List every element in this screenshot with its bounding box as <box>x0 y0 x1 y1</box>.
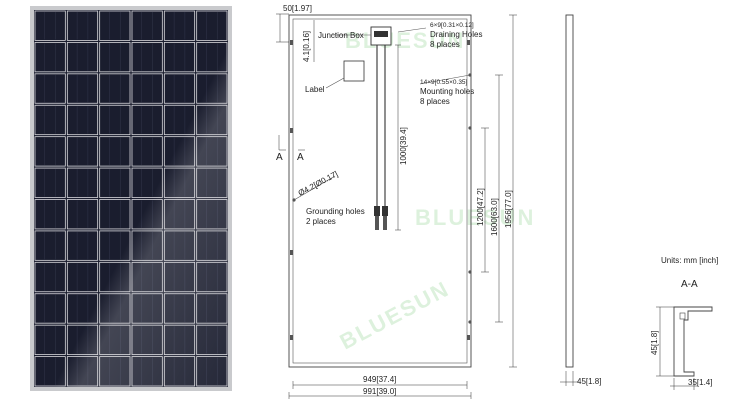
back-frame-outer <box>288 14 472 368</box>
frame-profile-detail <box>679 312 686 320</box>
draining-hole <box>290 250 293 255</box>
back-frame-inner <box>292 18 468 364</box>
mounting-hole <box>468 320 472 324</box>
connector <box>382 206 388 216</box>
side-view-drawing: 45[1.8] <box>560 14 601 386</box>
connector-tip <box>375 216 379 230</box>
mounting-hole <box>468 270 472 274</box>
label-dim-1956: 1956[77.0] <box>504 190 513 228</box>
section-aa-drawing: Units: mm [inch] A-A 45[1.8] 35[1.4] <box>650 256 718 390</box>
label-junction-box: Junction Box <box>318 31 364 40</box>
label-dim-1600: 1600[63.0] <box>490 198 499 236</box>
watermark-text: BLUESUN <box>415 205 535 230</box>
frame-profile <box>673 306 713 377</box>
label-mounting-places: 8 places <box>420 97 450 106</box>
label-draining-spec: 6×9[0.31×0.12] <box>430 22 474 29</box>
section-marker-right: A <box>297 152 304 163</box>
draining-hole <box>467 335 470 340</box>
label-top-margin: 50[1.97] <box>283 4 312 13</box>
back-view-drawing: 50[1.97] 4.1[0.16] Junction Box 1000[ <box>276 4 517 399</box>
label-draining-places: 8 places <box>430 40 460 49</box>
label-mounting-spec: 14×9[0.55×0.35] <box>420 79 468 86</box>
label-jbox-offset: 4.1[0.16] <box>302 31 311 62</box>
draining-hole <box>467 40 470 45</box>
section-title: A-A <box>681 279 698 290</box>
panel-gloss <box>34 10 228 387</box>
label-plate <box>343 60 365 82</box>
watermark-text: BLUESUN <box>345 28 465 53</box>
label-dim-949: 949[37.4] <box>363 375 396 384</box>
section-marker-left: A <box>276 152 283 163</box>
junction-box-inner <box>374 31 388 37</box>
label-side-thickness: 45[1.8] <box>577 377 601 386</box>
draining-hole <box>290 335 293 340</box>
label-label: Label <box>305 85 325 94</box>
connector <box>374 206 380 216</box>
draining-hole <box>290 128 293 133</box>
connector-tip <box>383 216 387 230</box>
label-grounding-spec: Ø4.2[Ø0.17] <box>297 169 340 197</box>
leader-grounding <box>293 175 336 201</box>
draining-hole <box>290 40 293 45</box>
watermark-text: BLUESUN <box>336 276 454 355</box>
label-section-width: 35[1.4] <box>688 378 712 387</box>
label-grounding-holes: Grounding holes <box>306 207 365 216</box>
label-dim-991: 991[39.0] <box>363 387 396 396</box>
units-note: Units: mm [inch] <box>661 256 718 265</box>
label-cable-length: 1000[39.4] <box>399 127 408 165</box>
leader-mounting <box>419 74 471 85</box>
label-section-height: 45[1.8] <box>650 331 659 355</box>
leader-label <box>325 77 345 89</box>
label-grounding-places: 2 places <box>306 217 336 226</box>
solar-panel-photo <box>30 6 232 391</box>
leader-draining <box>397 27 427 33</box>
label-dim-1200: 1200[47.2] <box>476 188 485 226</box>
mounting-hole <box>468 126 472 130</box>
side-profile <box>565 14 574 368</box>
label-draining-holes: Draining Holes <box>430 30 482 39</box>
label-mounting-holes: Mounting holes <box>420 87 474 96</box>
